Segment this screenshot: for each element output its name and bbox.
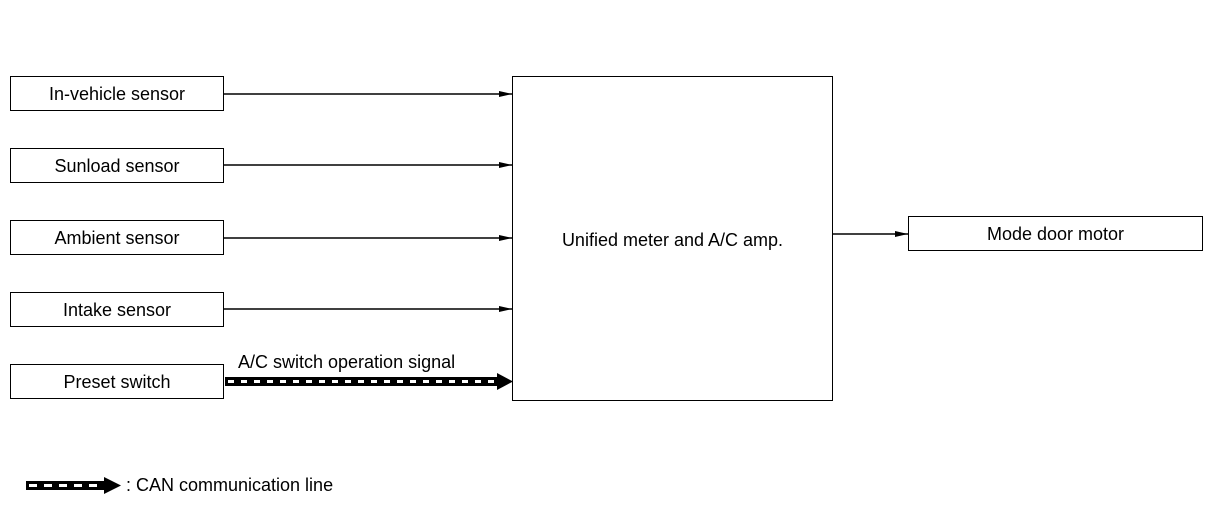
- can-communication-line: [225, 373, 513, 390]
- sunload-sensor-box: Sunload sensor: [10, 148, 224, 183]
- ac-switch-signal-label: A/C switch operation signal: [238, 352, 456, 372]
- ambient-sensor-label: Ambient sensor: [54, 228, 180, 248]
- intake-sensor-label: Intake sensor: [62, 300, 172, 320]
- legend-can-line-symbol: [26, 477, 121, 494]
- legend-label: : CAN communication line: [126, 475, 334, 495]
- unified-meter-ac-amp-label: Unified meter and A/C amp.: [561, 230, 784, 250]
- ambient-sensor-box: Ambient sensor: [10, 220, 224, 255]
- intake-sensor-box: Intake sensor: [10, 292, 224, 327]
- in-vehicle-sensor-label: In-vehicle sensor: [48, 84, 186, 104]
- sunload-sensor-label: Sunload sensor: [54, 156, 180, 176]
- preset-switch-label: Preset switch: [63, 372, 171, 392]
- preset-switch-box: Preset switch: [10, 364, 224, 399]
- unified-meter-ac-amp-box: Unified meter and A/C amp.: [512, 76, 833, 401]
- in-vehicle-sensor-box: In-vehicle sensor: [10, 76, 224, 111]
- mode-door-motor-box: Mode door motor: [908, 216, 1203, 251]
- mode-door-motor-label: Mode door motor: [986, 224, 1125, 244]
